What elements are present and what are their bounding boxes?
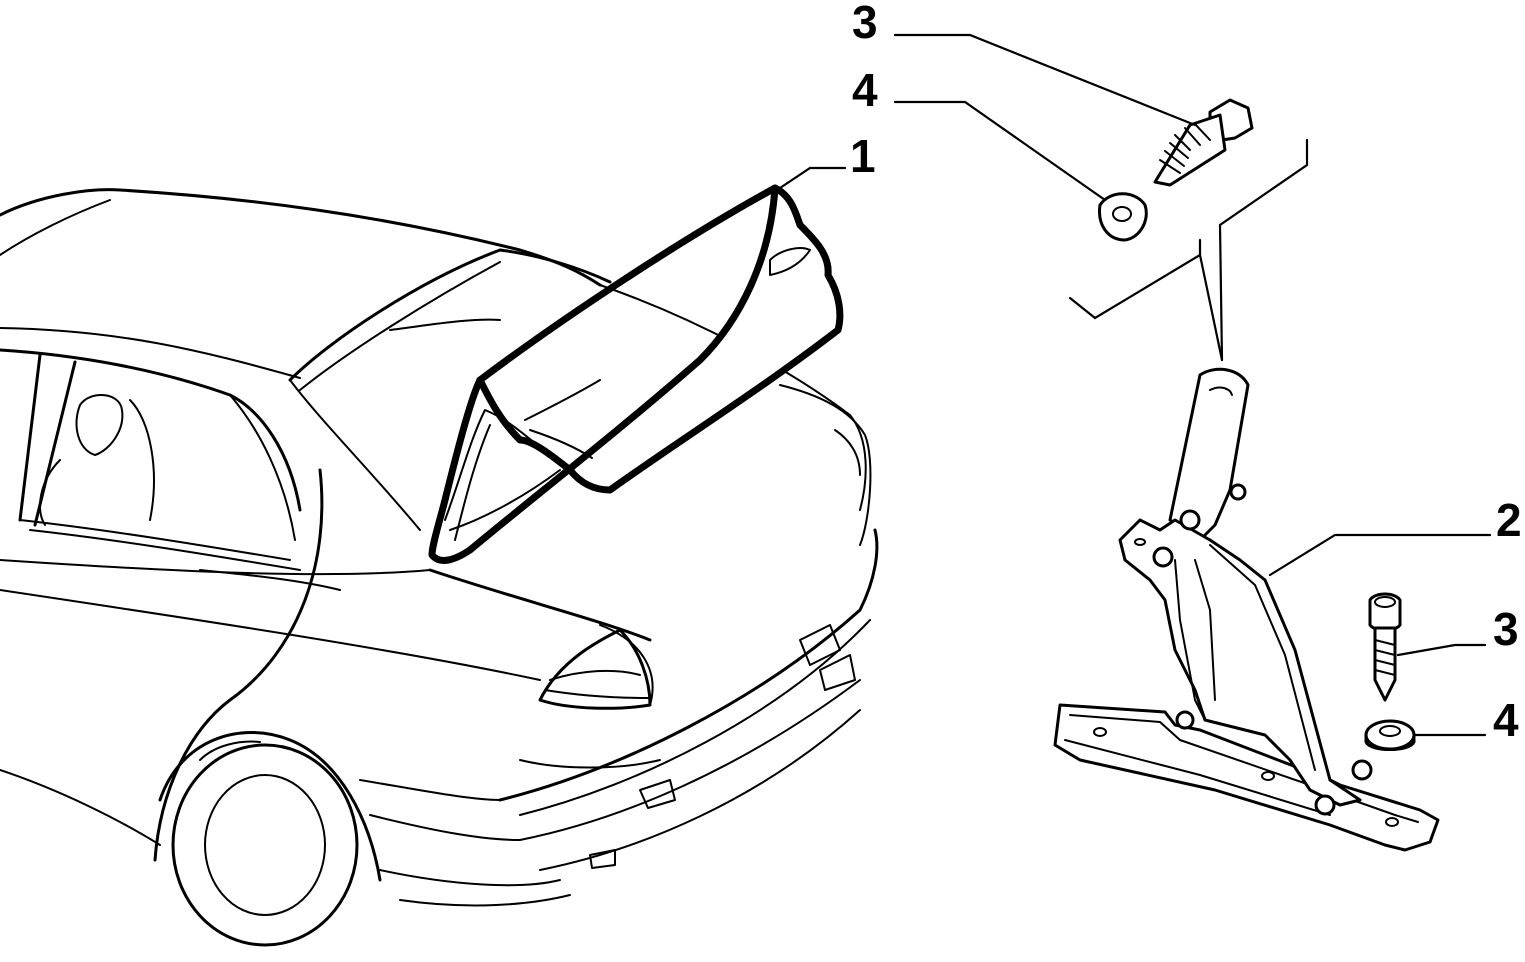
screw-bottom-part [1368,592,1402,702]
callout-label-1: 1 [850,130,876,182]
svg-text:3: 3 [852,0,878,48]
svg-text:3: 3 [1493,603,1519,655]
svg-text:4: 4 [852,64,878,116]
svg-text:1: 1 [850,130,876,182]
hinge-part [1053,367,1440,852]
callout-label-3-bottom: 3 [1493,603,1519,655]
callout-label-3-top: 3 [852,0,878,48]
callout-label-4-bottom: 4 [1493,694,1519,746]
trunk-lid-part [428,184,844,564]
washer-bottom-part [1364,719,1416,751]
washer-top-part [1098,192,1148,242]
callout-label-2: 2 [1496,494,1522,546]
callout-leaders [778,33,1492,737]
callout-label-4-top: 4 [852,64,878,116]
car-body-outline [0,188,879,947]
svg-text:2: 2 [1496,494,1522,546]
svg-text:4: 4 [1493,694,1519,746]
assembly-guide-lines [1068,138,1309,362]
screw-top-part [1153,98,1254,187]
